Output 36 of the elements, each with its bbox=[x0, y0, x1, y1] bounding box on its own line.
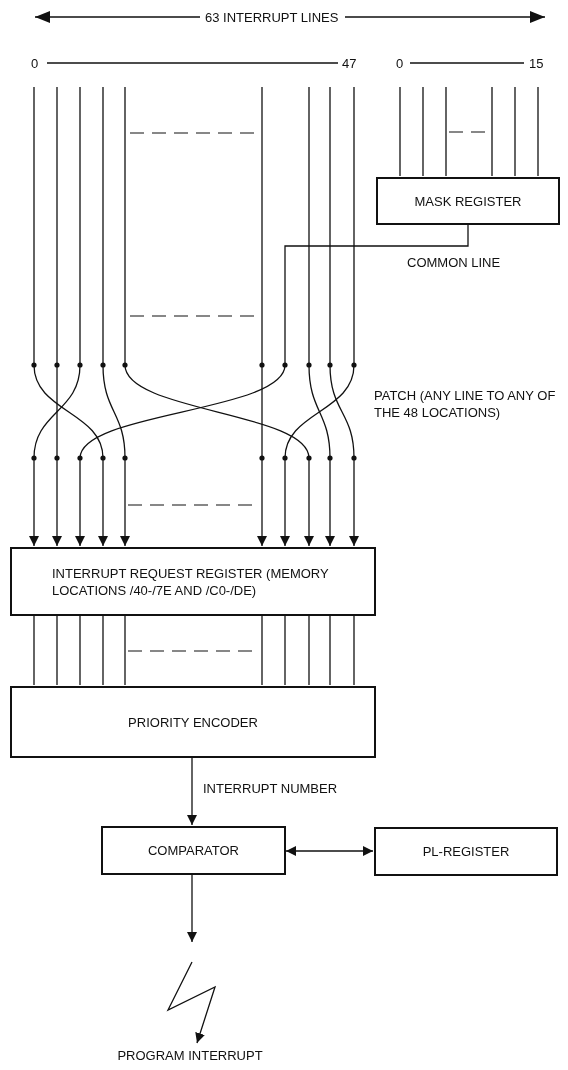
connector-line bbox=[56, 615, 58, 686]
interrupt-request-register-box: INTERRUPT REQUEST REGISTER (MEMORY LOCATIONS /40-/7E AND /C0-/DE) bbox=[10, 547, 376, 616]
connector-line bbox=[491, 86, 493, 177]
arrow bbox=[187, 874, 197, 943]
arrow bbox=[187, 757, 197, 826]
arrow bbox=[308, 86, 335, 547]
pl-register-box: PL-REGISTER bbox=[374, 827, 558, 876]
connector-line bbox=[33, 615, 35, 686]
connector-line bbox=[261, 615, 263, 686]
connector-line bbox=[399, 86, 401, 177]
arrow bbox=[52, 86, 62, 547]
connector-line bbox=[422, 86, 424, 177]
arrow bbox=[102, 86, 130, 547]
arrow bbox=[280, 86, 355, 547]
connector-line bbox=[124, 615, 126, 686]
connector-line bbox=[102, 615, 104, 686]
connector-line bbox=[79, 615, 81, 686]
comparator-box: COMPARATOR bbox=[101, 826, 286, 875]
priority-encoder-box: PRIORITY ENCODER bbox=[10, 686, 376, 758]
connector-line bbox=[514, 86, 516, 177]
connector-line bbox=[537, 86, 539, 177]
arrow bbox=[285, 846, 374, 856]
arrow bbox=[257, 86, 267, 547]
mask-register-box: MASK REGISTER bbox=[376, 177, 560, 225]
connector-line bbox=[308, 615, 310, 686]
arrow bbox=[29, 86, 81, 547]
connector-line bbox=[353, 615, 355, 686]
arrow bbox=[33, 86, 108, 547]
arrow bbox=[75, 224, 469, 547]
output-label: PROGRAM INTERRUPT bbox=[90, 1044, 290, 1066]
arrow bbox=[124, 86, 314, 547]
connector-line bbox=[329, 615, 331, 686]
arrow bbox=[329, 86, 359, 547]
connector-line bbox=[445, 86, 447, 177]
arrow bbox=[166, 961, 217, 1044]
connector-line bbox=[284, 615, 286, 686]
